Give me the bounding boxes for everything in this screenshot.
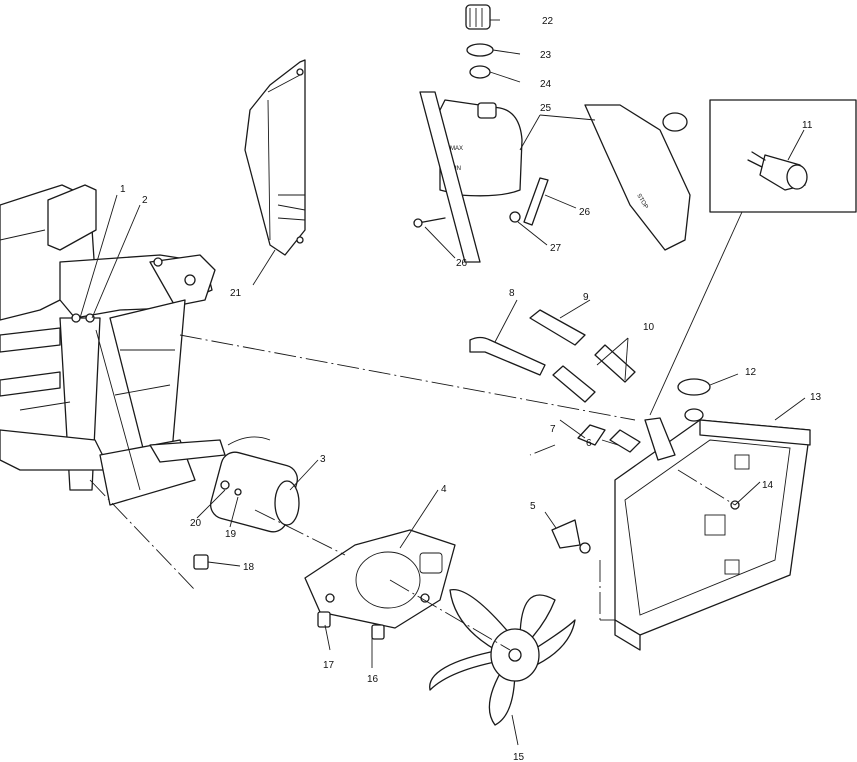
callout-17: 17 xyxy=(323,660,335,671)
callout-5: 5 xyxy=(530,501,536,512)
callout-27: 27 xyxy=(550,243,562,254)
leader-lines xyxy=(79,19,806,746)
vehicle-frame xyxy=(0,184,226,506)
callout-20: 20 xyxy=(190,518,202,529)
callout-21: 21 xyxy=(230,288,242,299)
callout-23: 23 xyxy=(540,50,552,61)
callout-22: 22 xyxy=(542,16,554,27)
thermostat-housing: STOP xyxy=(584,104,691,251)
radiator-shroud xyxy=(244,59,306,256)
callout-7: 7 xyxy=(550,424,556,435)
cooling-fan xyxy=(429,588,576,726)
callout-13: 13 xyxy=(810,392,822,403)
callout-19: 19 xyxy=(225,529,237,540)
callout-24: 24 xyxy=(540,79,552,90)
hoses xyxy=(469,309,641,453)
callout-25: 25 xyxy=(540,103,552,114)
fan-bracket xyxy=(304,529,456,629)
callout-1: 1 xyxy=(120,184,126,195)
callout-16: 16 xyxy=(367,674,379,685)
callout-2: 2 xyxy=(142,195,148,206)
callout-26-right: 26 xyxy=(579,207,591,218)
callout-15: 15 xyxy=(513,752,525,762)
callout-14: 14 xyxy=(762,480,774,491)
coolant-reservoir: MAX MIN xyxy=(419,91,523,263)
callout-labels: 1 2 3 4 5 6 7 8 9 10 11 12 13 14 15 16 1… xyxy=(120,16,822,762)
callout-18: 18 xyxy=(243,562,255,573)
callout-10: 10 xyxy=(643,322,655,333)
callout-11: 11 xyxy=(802,120,813,131)
reservoir-max-mark: MAX xyxy=(450,146,463,152)
callout-12: 12 xyxy=(745,367,757,378)
reservoir-cap xyxy=(465,4,494,79)
callout-26-left: 26 xyxy=(456,258,468,269)
callout-8: 8 xyxy=(509,288,515,299)
frame-fasteners xyxy=(193,554,385,640)
callout-3: 3 xyxy=(320,454,326,465)
callout-9: 9 xyxy=(583,292,589,303)
callout-6: 6 xyxy=(586,438,592,449)
temperature-switch-inset xyxy=(709,99,857,213)
reservoir-hose-and-clamp xyxy=(413,177,549,228)
radiator xyxy=(614,417,811,651)
radiator-cap xyxy=(677,378,711,422)
callout-4: 4 xyxy=(441,484,447,495)
fan-motor xyxy=(210,436,300,533)
assembly-dashed-lines xyxy=(89,334,736,651)
